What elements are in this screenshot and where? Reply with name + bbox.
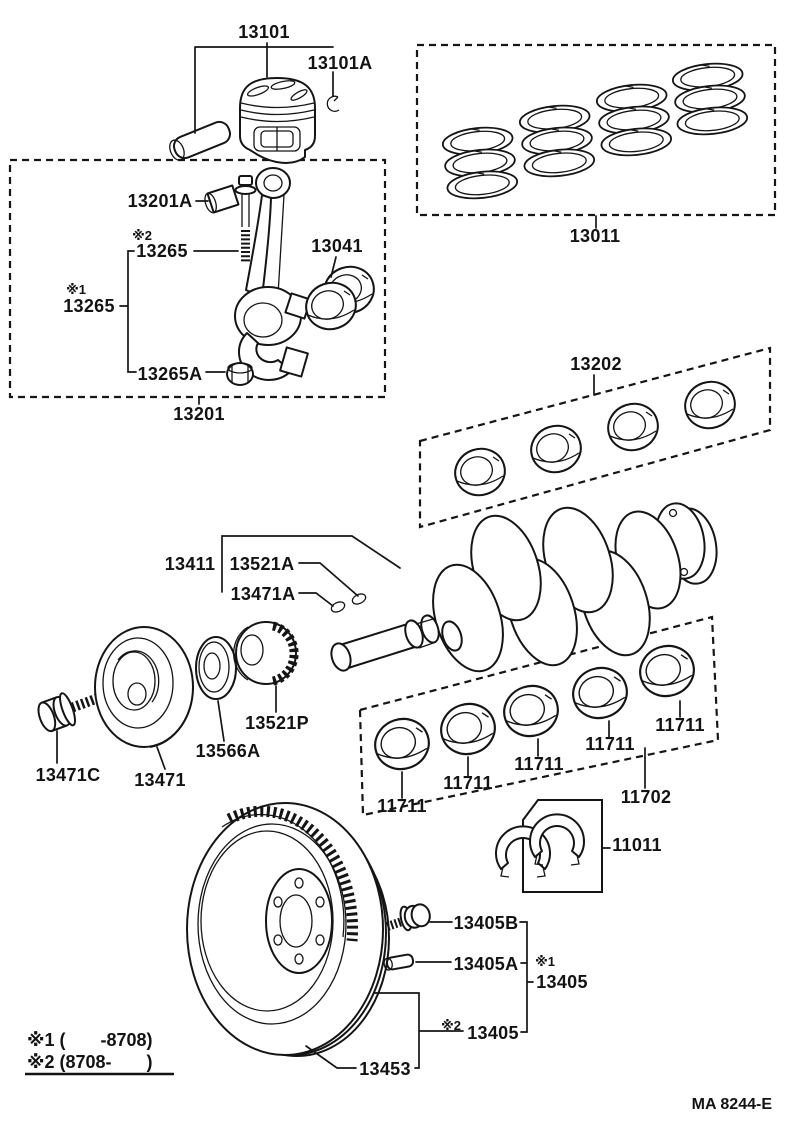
snap-ring-drawing	[326, 95, 340, 112]
mark-2-flywheel: ※2	[441, 1018, 461, 1033]
thrust-washer-box	[522, 799, 603, 893]
part-label-13101A: 13101A	[308, 53, 373, 73]
part-label-13202: 13202	[570, 354, 622, 374]
part-label-13471C: 13471C	[36, 765, 101, 785]
part-label-13405B: 13405B	[454, 913, 519, 933]
upper-main-bearing-box	[418, 346, 772, 529]
part-label-13265-alt: 13265	[63, 296, 115, 316]
part-label-11702: 11702	[621, 787, 672, 807]
thrust-washers-drawing	[495, 813, 585, 878]
piston-ring-sets-drawing	[442, 61, 749, 202]
part-label-13011: 13011	[570, 226, 621, 246]
part-label-13405-1: 13405	[536, 972, 588, 992]
piston-pin-drawing	[169, 120, 231, 161]
legend-line-2: ※2 (8708- )	[27, 1052, 153, 1072]
part-label-13411: 13411	[165, 554, 216, 574]
rod-bushing-drawing	[204, 184, 240, 214]
key-upper-drawing	[351, 593, 367, 605]
flywheel-drawing	[186, 802, 390, 1057]
part-label-11711-2: 11711	[443, 773, 493, 793]
part-label-13101: 13101	[238, 22, 290, 42]
part-label-13471A: 13471A	[231, 584, 296, 604]
part-label-13566A: 13566A	[196, 741, 261, 761]
connecting-rod-drawing	[204, 167, 381, 386]
part-label-13265A: 13265A	[138, 364, 203, 384]
part-label-11711-5: 11711	[655, 715, 705, 735]
timing-gear-drawing	[233, 621, 299, 686]
connecting-rod-group-box	[8, 158, 387, 399]
lower-main-bearing-box	[358, 615, 720, 817]
part-label-11011: 11011	[612, 835, 662, 855]
oil-slinger-drawing	[195, 636, 237, 700]
part-label-13201A: 13201A	[128, 191, 193, 211]
ring-gear-teeth	[226, 805, 358, 942]
legend-line-1: ※1 ( -8708)	[27, 1030, 153, 1050]
rod-nut-drawing	[226, 362, 254, 386]
part-label-13041: 13041	[311, 236, 363, 256]
mark-2: ※2	[132, 228, 152, 243]
part-label-13471: 13471	[134, 770, 186, 790]
crankshaft-drawing	[330, 502, 718, 673]
part-label-11711-1: 11711	[377, 796, 427, 816]
mark-1-flywheel: ※1	[535, 954, 555, 969]
rod-bolt-drawing	[234, 175, 257, 262]
part-label-13405-2: 13405	[467, 1023, 519, 1043]
key-lower-drawing	[330, 601, 346, 613]
mark-1: ※1	[66, 282, 86, 297]
piston-drawing	[169, 77, 340, 164]
figure-code: MA 8244-E	[692, 1096, 773, 1113]
part-label-13405A: 13405A	[454, 954, 519, 974]
part-label-11711-3: 11711	[514, 754, 564, 774]
part-label-13521A: 13521A	[230, 554, 295, 574]
flywheel-bolt-drawing	[385, 903, 431, 932]
flywheel-pin-drawing	[383, 953, 415, 971]
part-label-13521P: 13521P	[245, 713, 309, 733]
part-label-11711-4: 11711	[585, 734, 635, 754]
part-label-13265: 13265	[136, 241, 188, 261]
pulley-drawing	[94, 626, 194, 748]
part-label-13453: 13453	[359, 1059, 411, 1079]
part-label-13201: 13201	[173, 404, 225, 424]
